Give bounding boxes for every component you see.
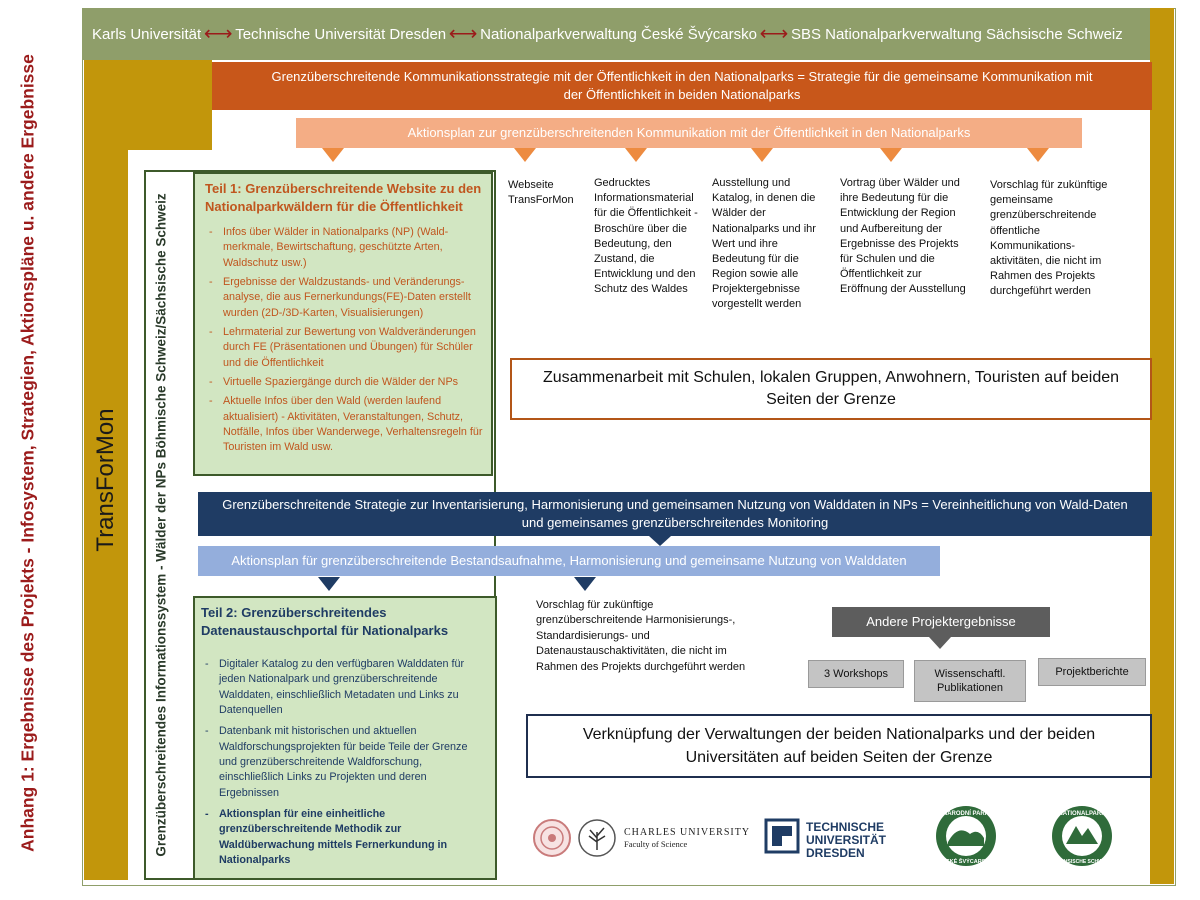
data-strategy-text: Grenzüberschreitende Strategie zur Inven…: [222, 497, 1128, 530]
arrow-down-icon: [625, 148, 647, 162]
list-item: Ergebnisse der Waldzustands- und Verände…: [209, 275, 483, 321]
arrow-down-icon: [514, 148, 536, 162]
np-cz-logo-top: NÁRODNÍ PARK: [943, 809, 990, 817]
output-exhibition: Ausstellung und Katalog, in denen die Wä…: [712, 177, 816, 311]
output-printed-material: Gedrucktes Informationsmaterial für die …: [594, 177, 698, 296]
arrow-down-icon: [322, 148, 344, 162]
list-item: Infos über Wälder in Nationalparks (NP) …: [209, 225, 483, 271]
partner-np-cz: Nationalparkverwaltung České Švýcarsko: [480, 25, 757, 43]
charles-logo-name: CHARLES UNIVERSITY: [624, 827, 750, 838]
side-title: Anhang 1: Ergebnisse des Projekts - Info…: [6, 30, 50, 875]
data-strategy: Grenzüberschreitende Strategie zur Inven…: [198, 492, 1152, 536]
list-item: Aktuelle Infos über den Wald (werden lau…: [209, 394, 483, 455]
partner-np-de: SBS Nationalparkverwaltung Sächsische Sc…: [790, 25, 1123, 43]
part2-portal-box: Teil 2: Grenzüberschreitendes Datenausta…: [193, 596, 497, 880]
communication-strategy: Grenzüberschreitende Kommunikationsstrat…: [212, 62, 1152, 110]
double-arrow-icon: ⟷: [203, 23, 233, 45]
tud-logo-icon: [764, 818, 800, 854]
linking-box: Verknüpfung der Verwaltungen der beiden …: [526, 714, 1152, 778]
arrow-down-icon: [574, 577, 596, 591]
part1-website-box: Teil 1: Grenzüberschreitende Website zu …: [193, 172, 493, 476]
side-title-text: Anhang 1: Ergebnisse des Projekts - Info…: [17, 53, 38, 852]
info-system-label: Grenzüberschreitendes Informationssystem…: [153, 193, 169, 857]
other-results-title: Andere Projektergebnisse: [832, 607, 1050, 637]
communication-action-plan: Aktionsplan zur grenzüberschreitenden Ko…: [296, 118, 1082, 148]
list-item: Datenbank mit historischen und aktuellen…: [205, 724, 487, 801]
tud-logo-line2: UNIVERSITÄT: [806, 832, 887, 847]
tud-logo-line3: DRESDEN: [806, 846, 865, 860]
partners-bar: Karls Universität ⟷ Technische Universit…: [82, 8, 1150, 60]
double-arrow-icon: ⟷: [759, 23, 789, 45]
info-system-band: Grenzüberschreitendes Informationssystem…: [146, 170, 176, 880]
data-proposal: Vorschlag für zukünftige grenzüberschrei…: [536, 599, 746, 673]
list-item: Virtuelle Spaziergänge durch die Wälder …: [209, 375, 483, 391]
result-publications: Wissenschaftl. Publikationen: [914, 660, 1026, 702]
arrow-down-icon: [1027, 148, 1049, 162]
output-website: Webseite TransForMon: [508, 179, 574, 207]
np-cz-logo-bottom: ČESKÉ ŠVÝCARSKO: [938, 857, 994, 865]
project-name: TransForMon: [92, 408, 119, 552]
double-arrow-icon: ⟷: [448, 23, 478, 45]
list-item: Digitaler Katalog zu den verfügbaren Wal…: [205, 657, 487, 718]
linking-text: Verknüpfung der Verwaltungen der beiden …: [582, 725, 1096, 766]
np-de-logo-icon: [1052, 806, 1112, 866]
arrow-down-icon: [880, 148, 902, 162]
cooperation-box: Zusammenarbeit mit Schulen, lokalen Grup…: [510, 358, 1152, 420]
part1-title: Teil 1: Grenzüberschreitende Website zu …: [205, 181, 482, 214]
left-gold-band-top: [128, 60, 212, 150]
partner-tud: Technische Universität Dresden: [235, 25, 447, 43]
data-action-plan: Aktionsplan für grenzüberschreitende Bes…: [198, 546, 940, 576]
logos-row: CHARLES UNIVERSITY Faculty of Science TE…: [530, 806, 1150, 870]
partner-charles: Karls Universität: [92, 25, 202, 43]
partner-logos: CHARLES UNIVERSITY Faculty of Science TE…: [533, 806, 1112, 866]
project-name-band: TransForMon: [84, 100, 128, 860]
charles-seal-icon: [533, 819, 571, 857]
charles-logo-faculty: Faculty of Science: [624, 839, 687, 849]
arrow-down-icon: [929, 637, 951, 649]
np-de-logo-top: NATIONALPARK: [1058, 811, 1106, 817]
tud-logo-line1: TECHNISCHE: [806, 820, 884, 834]
arrow-down-icon: [751, 148, 773, 162]
part2-title: Teil 2: Grenzüberschreitendes Datenausta…: [201, 605, 449, 638]
result-publications-text: Wissenschaftl. Publikationen: [934, 667, 1006, 694]
output-lecture: Vortrag über Wälder und ihre Bedeutung f…: [840, 177, 966, 296]
list-item: Aktionsplan für eine einheitliche grenzü…: [205, 807, 487, 868]
charles-tree-icon: [578, 819, 616, 857]
np-cz-logo-icon: [936, 806, 996, 866]
list-item: Lehrmaterial zur Bewertung von Waldverän…: [209, 325, 483, 371]
result-workshops: 3 Workshops: [808, 660, 904, 688]
left-gold-band: [84, 60, 128, 880]
output-proposal: Vorschlag für zukünftige gemeinsame gren…: [990, 179, 1108, 298]
cooperation-text: Zusammenarbeit mit Schulen, lokalen Grup…: [542, 368, 1120, 408]
np-de-logo-bottom: SÄCHSISCHE SCHWEIZ: [1053, 858, 1110, 865]
arrow-down-icon: [318, 577, 340, 591]
arrow-down-icon: [649, 536, 671, 546]
communication-strategy-text: Grenzüberschreitende Kommunikationsstrat…: [271, 69, 1093, 102]
result-reports: Projektberichte: [1038, 658, 1146, 686]
right-gold-strip: [1150, 8, 1174, 884]
